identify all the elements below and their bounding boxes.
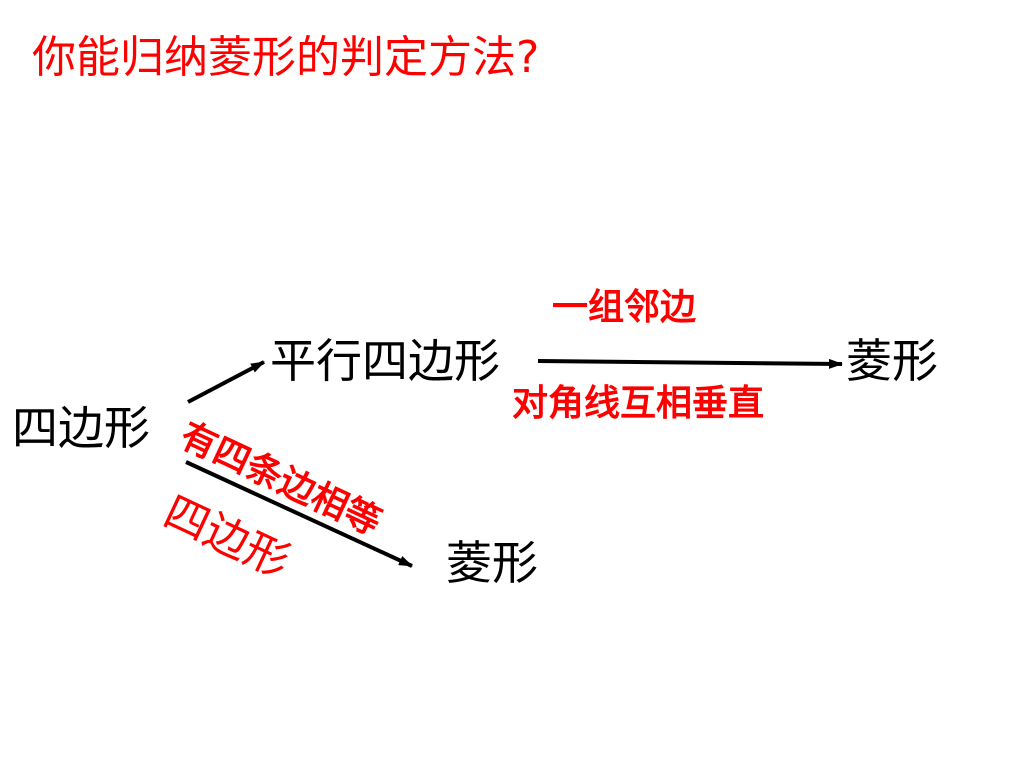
arrow-quadrilateral-to-parallelogram (187, 360, 265, 404)
slide-question-title: 你能归纳菱形的判定方法? (32, 32, 540, 83)
node-quadrilateral: 四边形 (12, 401, 150, 455)
arrow-quadrilateral-to-rhombus (185, 460, 413, 568)
condition-diagonals-perpendicular: 对角线互相垂直 (512, 383, 765, 424)
node-rhombus-bottom: 菱形 (446, 536, 538, 590)
condition-adjacent-sides: 一组邻边 (552, 287, 697, 328)
node-parallelogram: 平行四边形 (270, 334, 500, 388)
node-rhombus-top: 菱形 (846, 334, 938, 388)
arrow-parallelogram-to-rhombus (537, 358, 843, 369)
